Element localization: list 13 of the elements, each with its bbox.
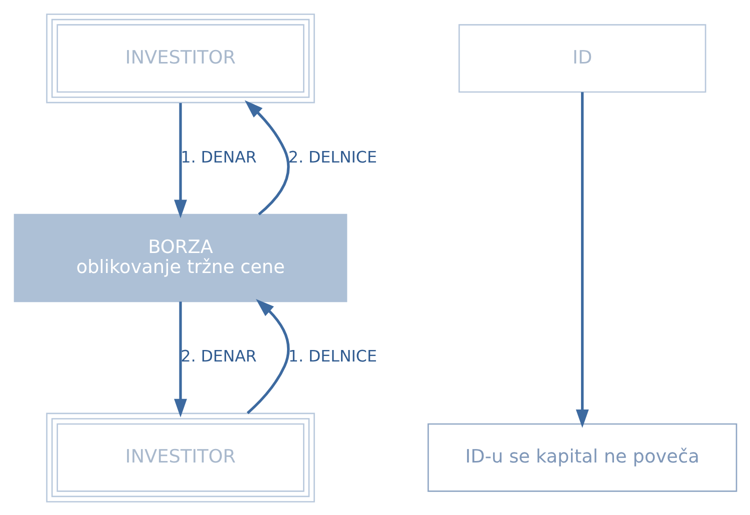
edge-label: 1. DELNICE: [288, 346, 376, 366]
arrow: [244, 100, 290, 215]
arrow: [174, 301, 186, 417]
arrow: [246, 298, 290, 414]
arrow: [575, 92, 588, 428]
node-box: ID-u se kapital ne poveča: [427, 422, 737, 492]
node-box: INVESTITOR: [46, 13, 314, 103]
node-box: INVESTITOR: [46, 412, 314, 502]
node-box: ID: [458, 24, 706, 92]
edge-label: 2. DELNICE: [288, 147, 376, 166]
edge-label: 1. DENAR: [180, 147, 256, 166]
arrow: [174, 102, 186, 218]
node-box: BORZA oblikovanje tržne cene: [13, 213, 347, 302]
